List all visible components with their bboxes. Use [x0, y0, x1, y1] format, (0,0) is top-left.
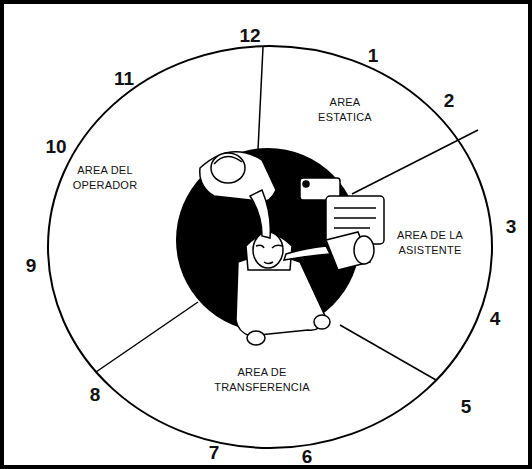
unit-detail	[334, 227, 370, 229]
clock-number: 3	[506, 217, 517, 236]
operator-hair	[214, 156, 242, 164]
operator-arm	[250, 190, 270, 238]
operator-figure	[200, 152, 276, 238]
patient-face	[256, 245, 282, 263]
sector-line	[258, 47, 263, 150]
unit-detail	[334, 217, 376, 219]
assistant-equipment	[284, 178, 384, 270]
clock-number: 7	[209, 443, 220, 462]
clock-number: 8	[90, 385, 101, 404]
sector-line	[352, 130, 478, 194]
clock-circle	[48, 46, 492, 448]
area-label: AREA DE LA ASISTENTE	[389, 228, 471, 258]
patient-hand	[247, 331, 265, 345]
clock-number: 6	[302, 446, 313, 465]
patient-figure	[236, 232, 330, 345]
area-label: AREA DEL OPERADOR	[69, 163, 141, 193]
clock-number: 10	[45, 137, 66, 156]
area-label: AREA ESTATICA	[309, 95, 381, 125]
assistant-arm	[284, 246, 330, 260]
sector-line	[340, 325, 436, 380]
clock-number: 11	[114, 69, 134, 88]
clock-number: 12	[239, 26, 260, 45]
suction-cap	[354, 236, 374, 264]
area-label: AREA DE TRANSFERENCIA	[210, 365, 314, 395]
clock-number: 1	[368, 46, 379, 65]
clock-number: 9	[26, 256, 37, 275]
unit-detail	[334, 207, 376, 209]
clock-number: 2	[444, 91, 455, 110]
operator-head	[211, 153, 245, 183]
clock-number: 4	[490, 309, 501, 328]
tray-knob	[303, 181, 309, 187]
sector-line	[96, 302, 198, 372]
clock-number: 5	[461, 397, 472, 416]
patient-hand	[314, 315, 330, 329]
